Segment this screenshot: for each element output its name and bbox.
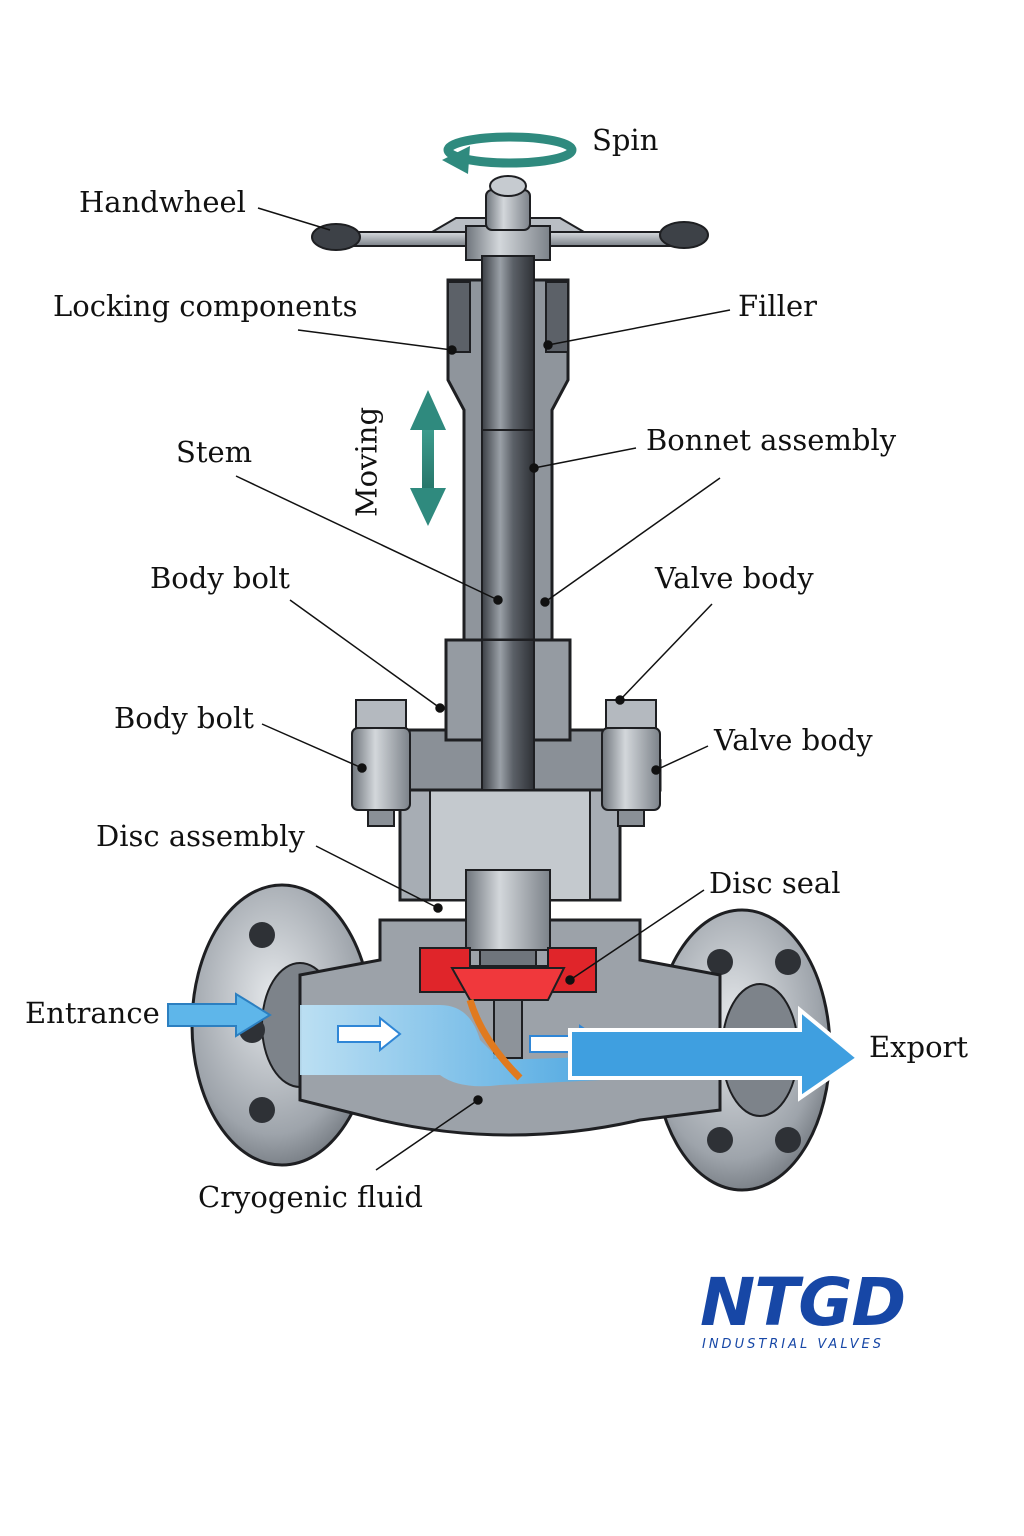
label-filler: Filler [738,289,817,323]
label-moving: Moving [349,406,384,518]
body-bolts [351,699,661,827]
disc-seal [419,947,597,1001]
label-body-bolt-lower: Body bolt [114,701,254,735]
label-stem: Stem [176,435,253,469]
label-export: Export [869,1030,969,1064]
label-body-bolt-upper: Body bolt [150,561,290,595]
label-locking-components: Locking components [53,289,358,323]
moving-arrow-icon [410,390,446,526]
label-valve-body-upper: Valve body [655,561,814,595]
handwheel [311,175,709,261]
label-valve-body-lower: Valve body [714,723,873,757]
logo-brand: NTGD [700,1264,906,1341]
export-arrow-icon [568,1005,862,1102]
leader-lines [235,207,731,1171]
label-disc-assembly: Disc assembly [96,819,305,853]
label-cryogenic-fluid: Cryogenic fluid [198,1180,423,1214]
logo-subtitle: INDUSTRIAL VALVES [702,1337,884,1352]
label-entrance: Entrance [25,996,160,1030]
valve-body [298,638,722,1137]
label-bonnet-assembly: Bonnet assembly [646,423,897,457]
label-handwheel: Handwheel [79,185,246,219]
company-logo: NTGD INDUSTRIAL VALVES [700,1270,940,1360]
label-spin: Spin [592,123,659,157]
label-disc-seal: Disc seal [709,866,841,900]
spin-arrow-icon [442,132,577,174]
entrance-arrow-icon [167,992,272,1038]
